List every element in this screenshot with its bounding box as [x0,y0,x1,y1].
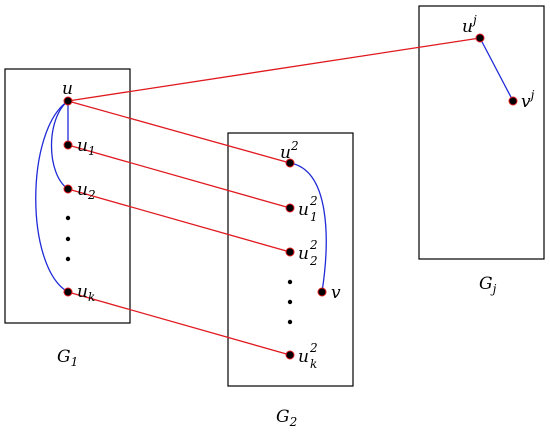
node-vj [508,96,518,106]
edge-u-uj [67,37,481,102]
label-u2-sup2-sup: 2 [309,238,318,252]
edge-uk-uksup2 [67,291,291,356]
node-uk [63,287,73,297]
label-uj: uj [462,13,477,37]
label-u: u [62,79,73,99]
label-g1: G1 [57,347,78,369]
ellipsis-dot [287,299,293,305]
label-uk-sup2-sub: k [310,357,317,371]
ellipsis-dot [65,215,71,221]
label-uk: uk [77,282,95,304]
label-u2: u2 [77,180,96,202]
label-uk-sup2: u [298,347,309,367]
node-u2 [63,184,73,194]
label-u1: u1 [77,136,96,158]
box-g1 [4,68,131,324]
label-uk-sup2-sup: 2 [309,341,318,355]
edge-u-uk [35,100,69,293]
node-u-sup2 [285,158,295,168]
edge-u2sup-v [289,162,327,293]
edge-uj-vj [479,37,514,102]
node-u1 [63,140,73,150]
label-u2-sup2: u [298,244,309,264]
node-u1-sup2 [285,203,295,213]
label-u1-sup2: u [298,200,309,220]
label-u1-sup2-sup: 2 [309,194,318,208]
node-uj [475,33,485,43]
edge-u2-u2sup2 [67,188,291,253]
node-u2-sup2 [285,247,295,257]
ellipsis-dot [287,279,293,285]
edge-u1-u1sup2 [67,144,291,209]
edge-u-u2sup [67,100,291,164]
label-gj: Gj [479,274,497,296]
label-g2: G2 [276,407,297,429]
box-g2 [227,132,354,387]
label-vj: vj [521,88,535,112]
node-u [63,96,73,106]
box-gj [418,5,545,260]
ellipsis-dot [287,319,293,325]
label-u-sup2: u2 [280,139,299,163]
label-u1-sup2-sub: 1 [310,210,318,224]
node-v [317,287,327,297]
ellipsis-dot [65,256,71,262]
ellipsis-dot [65,236,71,242]
label-u2-sup2-sub: 2 [309,254,318,268]
label-v: v [331,283,341,303]
edge-u-u2 [50,100,69,190]
node-uk-sup2 [285,350,295,360]
